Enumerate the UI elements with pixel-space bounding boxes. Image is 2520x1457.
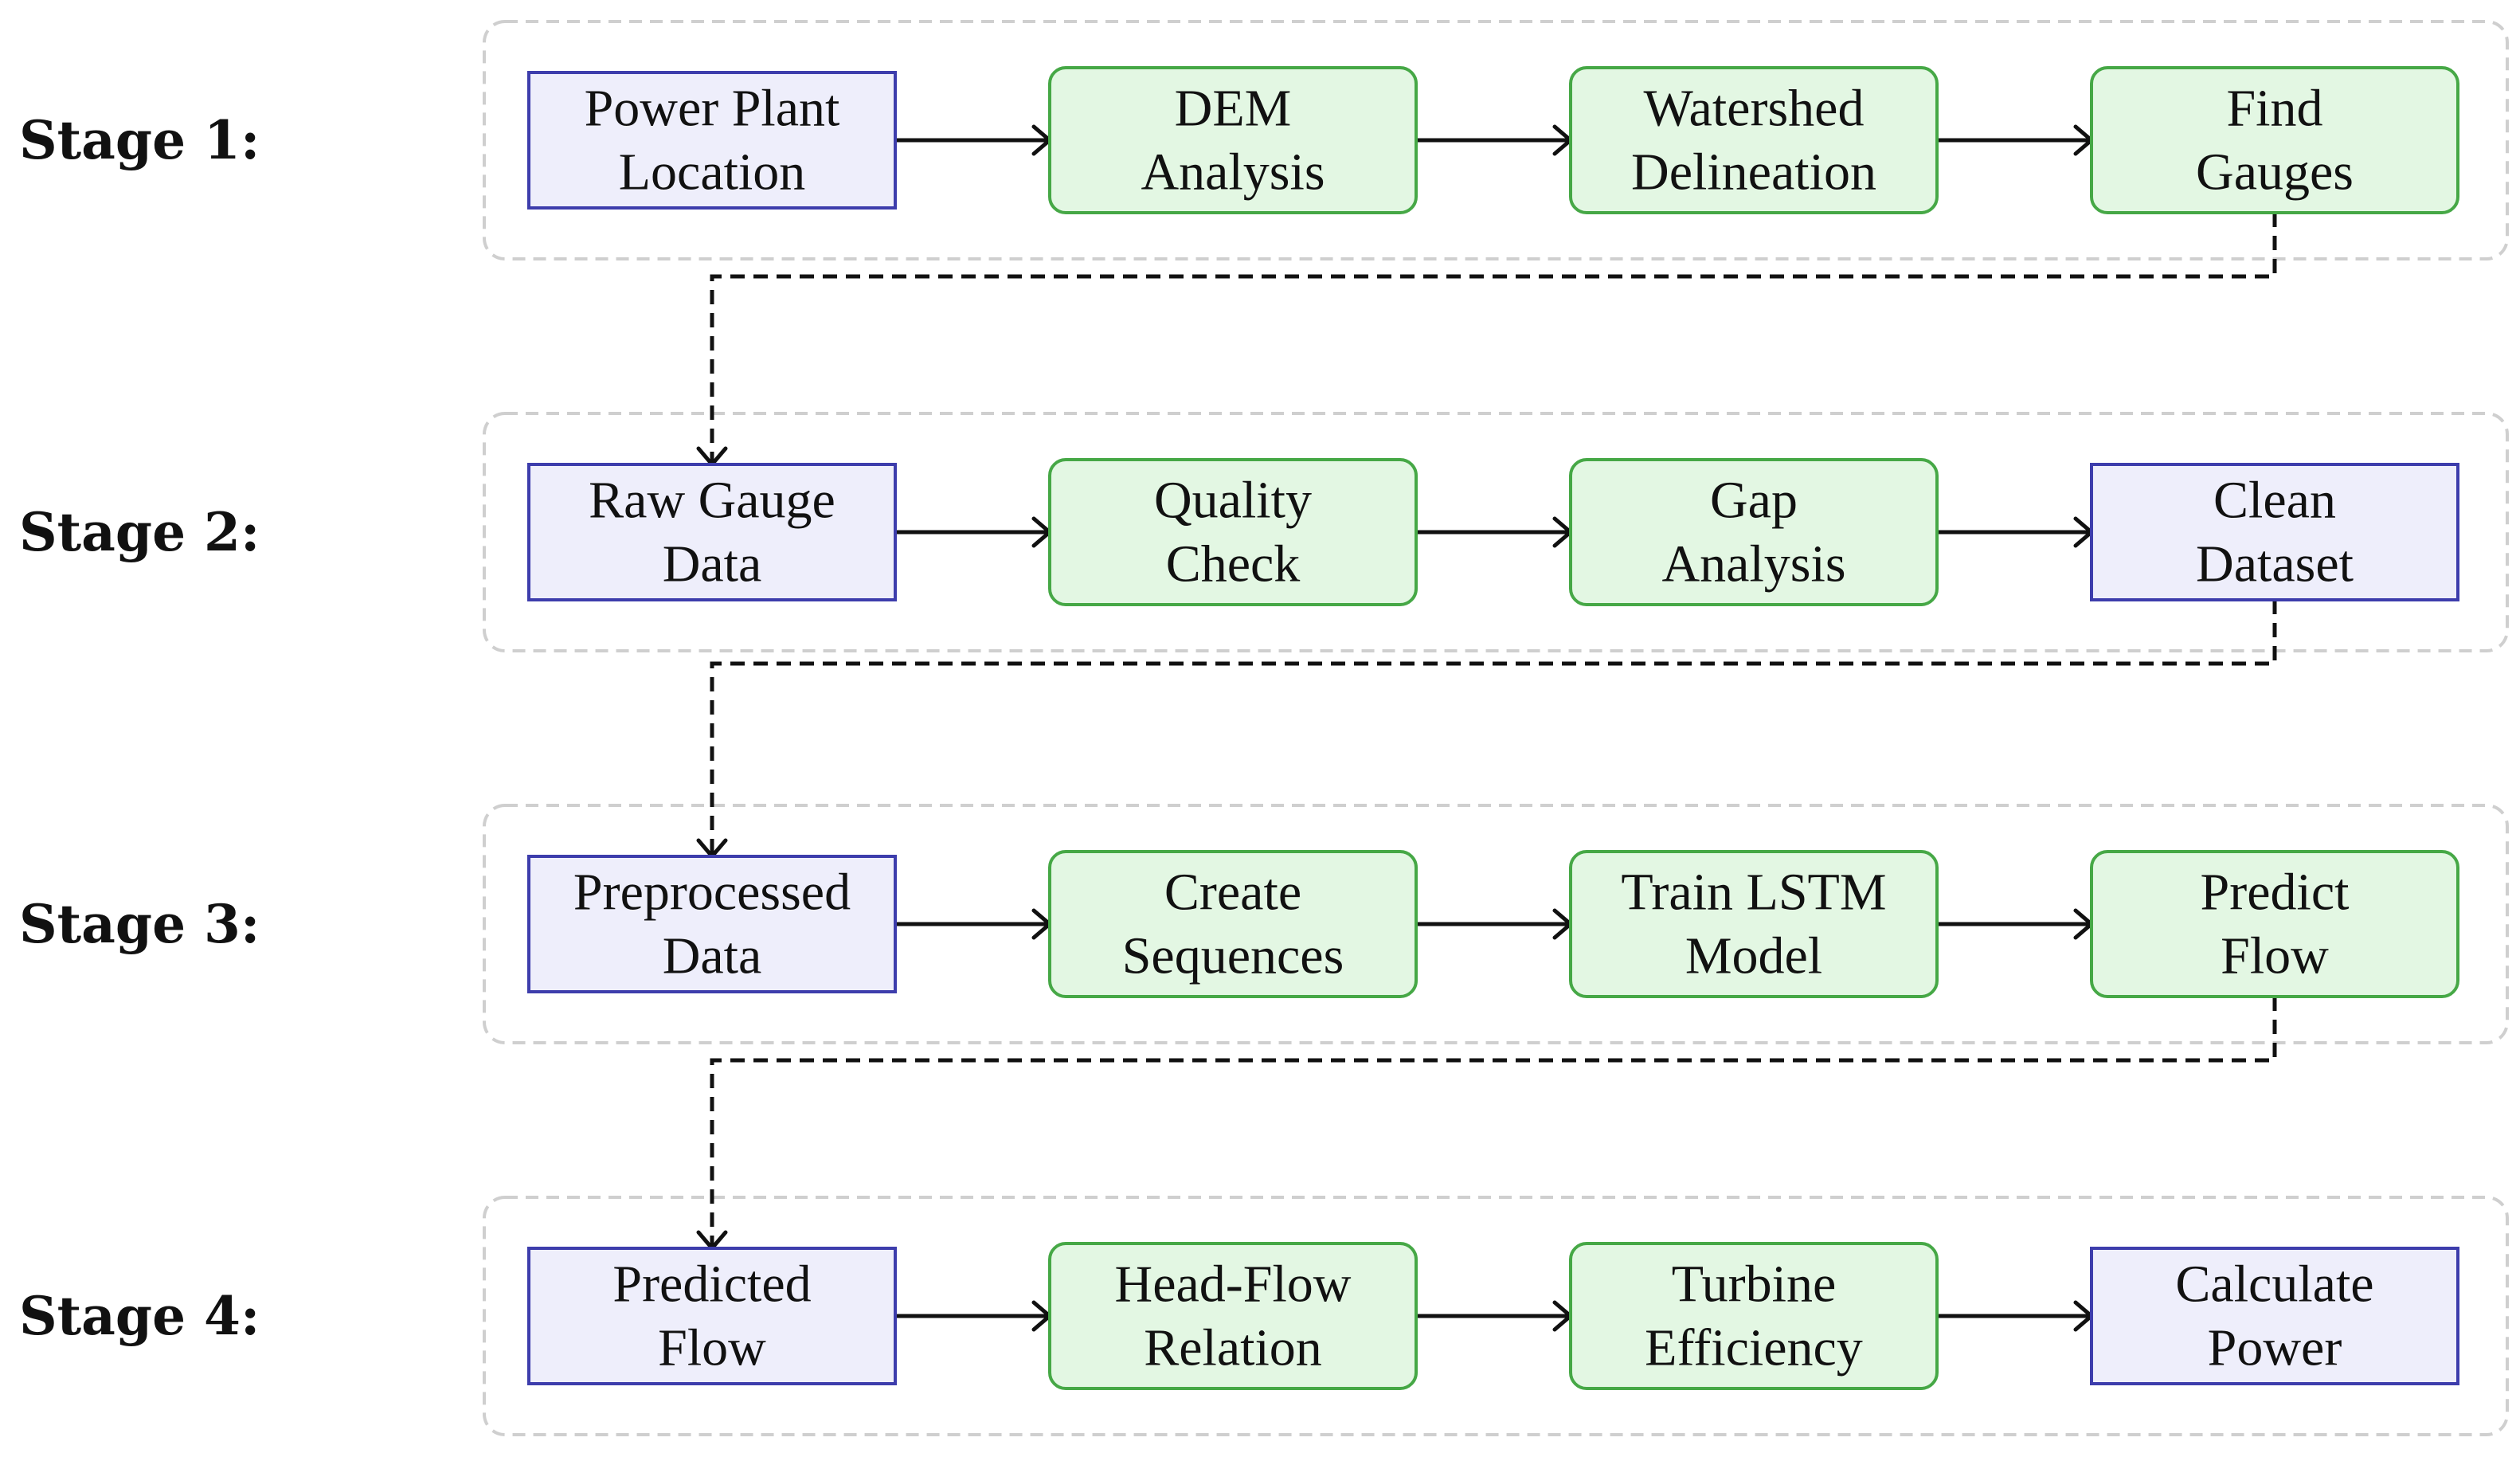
node-text-line: Model [1685,927,1822,985]
node-text-line: Analysis [1662,535,1846,593]
connector-stage2-to-stage3 [710,600,2277,854]
stage-4-label: Stage 4: [19,1285,260,1347]
node-text-line: Quality [1154,472,1312,530]
stage-frames [483,20,2509,1436]
node-box [1569,66,1939,214]
node-text-line: Location [619,143,806,202]
connector-stage3-to-stage4 [710,997,2277,1246]
node-text-line: Flow [658,1319,766,1377]
node-box [1048,458,1418,606]
node-text-line: Raw Gauge [589,472,835,530]
node-text-line: Data [663,535,762,593]
node-text-line: Train LSTM [1621,864,1886,922]
node-text-line: Flow [2221,927,2329,985]
node-box [2090,463,2459,601]
node-text-line: Turbine [1672,1255,1837,1314]
node-text-line: Sequences [1122,927,1344,985]
node-text-line: Calculate [2175,1255,2373,1314]
node-text-line: Watershed [1644,80,1865,138]
node-text-line: Power [2208,1319,2342,1377]
node-text-line: DEM [1175,80,1292,138]
process-nodes: Power PlantLocationDEMAnalysisWatershedD… [527,66,2459,1390]
node-text-line: Delineation [1631,143,1876,202]
stage-3-frame [483,804,2509,1044]
node-text-line: Find [2226,80,2322,138]
node-box [1048,66,1418,214]
node-box [1569,1242,1939,1390]
node-text-line: Analysis [1141,143,1325,202]
node-text-line: Clean [2213,472,2336,530]
node-text-line: Preprocessed [573,864,851,922]
stage-labels: Stage 1: Stage 2: Stage 3: Stage 4: [19,109,260,1347]
connector-arrows [696,124,2277,1332]
stage-2-label: Stage 2: [19,501,260,563]
stage-4-frame [483,1196,2509,1436]
node-text-line: Create [1164,864,1301,922]
node-text-line: Power Plant [585,80,840,138]
node-text-line: Data [663,927,762,985]
node-box [527,463,897,601]
node-box [527,1247,897,1385]
node-text-line: Relation [1144,1319,1322,1377]
node-box [1569,458,1939,606]
node-box [527,855,897,993]
node-box [2090,66,2459,214]
node-box [1048,850,1418,998]
node-text-line: Predict [2201,864,2350,922]
node-box [1048,1242,1418,1390]
node-box [2090,850,2459,998]
stage-1-label: Stage 1: [19,109,260,171]
stage-1-frame [483,20,2509,260]
stage-3-label: Stage 3: [19,893,260,955]
node-text-line: Efficiency [1645,1319,1863,1377]
node-text-line: Predicted [612,1255,811,1314]
node-text-line: Check [1166,535,1301,593]
node-text-line: Head-Flow [1115,1255,1352,1314]
node-box [527,71,897,210]
node-box [1569,850,1939,998]
node-text-line: Dataset [2196,535,2354,593]
stage-2-frame [483,412,2509,652]
node-text-line: Gauges [2196,143,2354,202]
node-text-line: Gap [1710,472,1798,530]
connector-stage1-to-stage2 [710,213,2277,462]
node-box [2090,1247,2459,1385]
